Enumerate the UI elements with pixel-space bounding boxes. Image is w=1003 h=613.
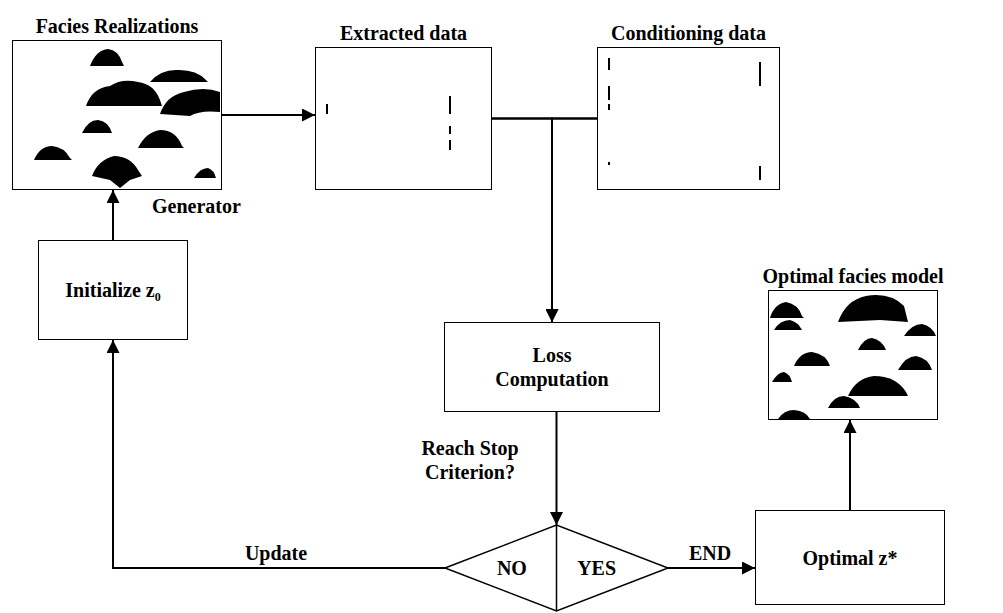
image-panel: Extracted data (315, 47, 492, 190)
diamond-outline (445, 525, 668, 611)
box-label: Initialize z₀ (65, 278, 160, 302)
facies-body (858, 338, 886, 350)
diamond-divider (556, 525, 558, 611)
connector (849, 420, 851, 510)
well-tick (326, 104, 328, 114)
facies-body (828, 396, 860, 408)
process-box: Optimal z* (755, 510, 945, 605)
process-box: Loss Computation (444, 322, 660, 412)
edge-label: END (687, 541, 733, 565)
facies-body (898, 356, 932, 370)
panel-heading: Conditioning data (611, 21, 766, 45)
edge-label: Reach Stop Criterion? (393, 436, 547, 484)
panel-heading: Extracted data (340, 21, 467, 45)
well-tick (608, 104, 610, 110)
well-tick (449, 126, 451, 134)
facies-body (82, 120, 112, 133)
facies-body (90, 49, 124, 66)
facies-blobs (34, 49, 936, 419)
decision-branch: NO (497, 556, 527, 580)
facies-body (160, 89, 220, 116)
image-panel: Optimal facies model (768, 290, 938, 420)
well-tick (608, 162, 610, 165)
facies-body (150, 70, 208, 82)
well-tick (759, 62, 761, 86)
well-tick (759, 166, 761, 180)
edge-label: Generator (150, 194, 243, 218)
process-box: Initialize z₀ (38, 240, 188, 340)
facies-body (838, 295, 908, 322)
facies-body (194, 168, 216, 178)
decision-branch: YES (577, 556, 616, 580)
facies-body (138, 130, 184, 148)
facies-body (774, 320, 802, 330)
facies-body (904, 324, 936, 336)
facies-body (794, 352, 830, 366)
well-tick (608, 86, 610, 100)
connector (222, 114, 315, 116)
connector (668, 567, 755, 569)
facies-body (848, 376, 908, 396)
panel-heading: Optimal facies model (762, 264, 943, 288)
facies-body (770, 302, 804, 318)
edge-label: Update (243, 541, 309, 565)
connector (552, 119, 597, 323)
facies-body (86, 81, 162, 106)
facies-body (92, 156, 142, 188)
well-tick (608, 58, 610, 70)
facies-body (34, 146, 72, 160)
facies-body (772, 372, 792, 382)
well-tick (449, 96, 451, 114)
connector (556, 412, 558, 525)
connector (492, 119, 552, 323)
decision-diamond: NO YES (445, 525, 668, 611)
image-panel: Conditioning data (597, 47, 780, 190)
panel-heading: Facies Realizations (36, 14, 199, 38)
image-panel: Facies Realizations (12, 40, 222, 190)
box-label: Loss Computation (477, 343, 627, 391)
decision-diamond-shape (445, 525, 668, 611)
box-label: Optimal z* (803, 546, 898, 570)
well-tick (449, 140, 451, 150)
facies-body (778, 410, 810, 419)
connector (112, 190, 114, 240)
